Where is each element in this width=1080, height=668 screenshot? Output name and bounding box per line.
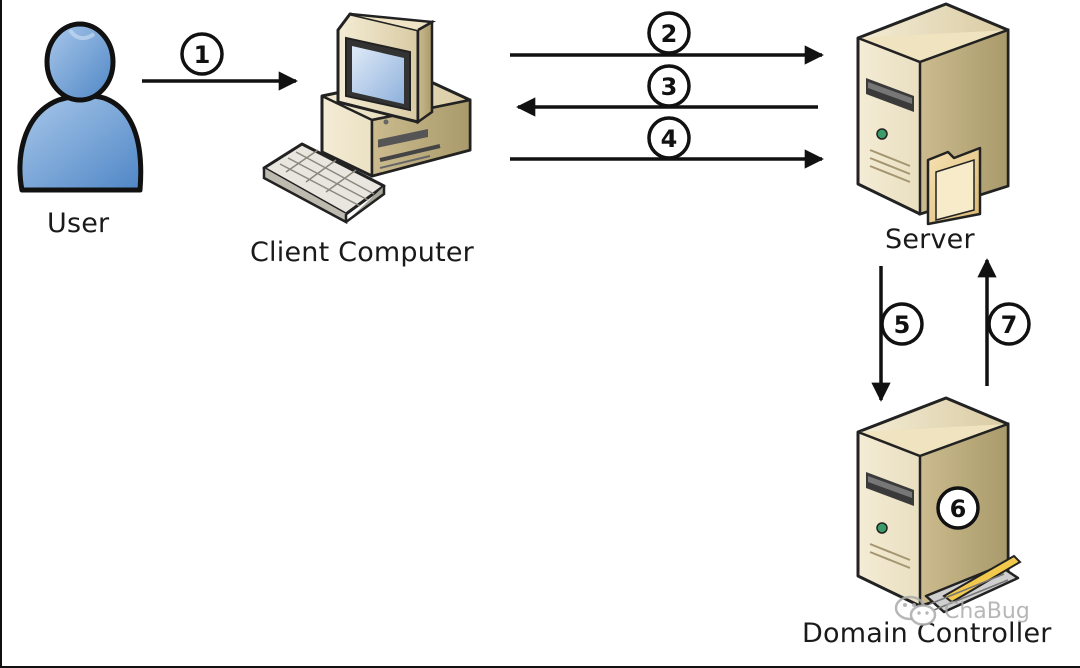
user-icon (17, 21, 144, 193)
wechat-icon (894, 595, 937, 626)
server-icon (856, 2, 1010, 226)
user-label: User (47, 208, 110, 239)
step-badge-2: 2 (647, 11, 691, 55)
step-badge-3: 3 (647, 64, 691, 108)
client-computer-label: Client Computer (250, 237, 474, 268)
svg-text:7: 7 (1001, 311, 1018, 339)
server-label: Server (885, 224, 975, 255)
left-border (0, 0, 2, 668)
svg-text:6: 6 (950, 495, 967, 523)
watermark: ChaBug (894, 594, 1030, 628)
bottom-border (0, 666, 1080, 668)
svg-text:5: 5 (894, 311, 911, 339)
svg-text:3: 3 (661, 73, 678, 101)
step-badge-5: 5 (880, 302, 924, 346)
svg-text:4: 4 (661, 125, 678, 153)
step-badge-6: 6 (936, 486, 980, 530)
svg-text:1: 1 (194, 41, 211, 69)
svg-text:2: 2 (661, 20, 678, 48)
step-badge-1: 1 (180, 32, 224, 76)
watermark-text: ChaBug (944, 598, 1030, 624)
step-badge-4: 4 (647, 116, 691, 160)
client-computer-icon (262, 12, 472, 225)
step-badge-7: 7 (987, 302, 1031, 346)
